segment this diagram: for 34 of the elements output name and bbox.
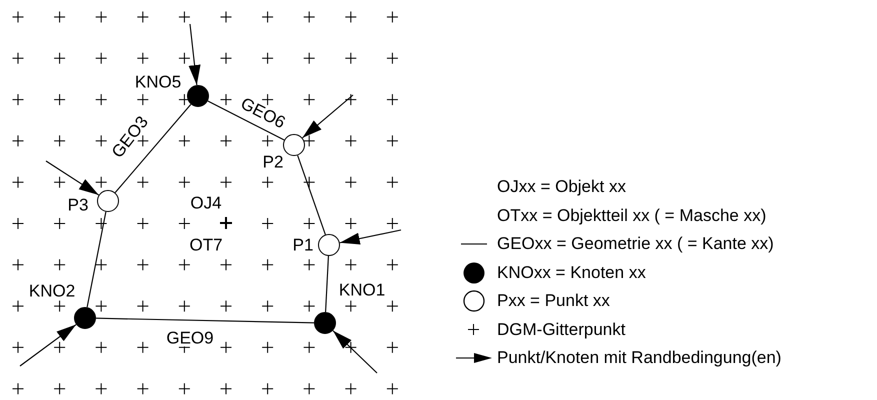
- arrow: [20, 324, 76, 366]
- edge-line: [208, 100, 284, 140]
- arrow: [302, 94, 354, 138]
- node-label: P3: [66, 196, 90, 214]
- node-label: KNO2: [28, 282, 76, 300]
- legend-text: Punkt/Knoten mit Randbedingung(en): [497, 348, 782, 368]
- open-point-circle: [97, 190, 119, 212]
- edge-line: [297, 155, 326, 235]
- arrow: [188, 24, 201, 86]
- legend-text: OJxx = Objekt xx: [497, 177, 626, 198]
- legend-text: DGM-Gitterpunkt: [497, 320, 626, 340]
- edge-line: [325, 256, 329, 312]
- node-label: P2: [262, 154, 284, 170]
- legend-text: GEOxx = Geometrie xx ( = Kante xx): [497, 234, 774, 254]
- open-point-circle: [318, 234, 340, 256]
- object-label: OJ4: [189, 194, 223, 212]
- edge-line: [114, 104, 192, 193]
- open-point-circle: [283, 134, 305, 156]
- filled-node-dot: [314, 312, 336, 334]
- object-label: OT7: [188, 236, 224, 254]
- arrow: [332, 330, 378, 374]
- arrow: [46, 160, 100, 196]
- edge-label: GEO9: [165, 330, 215, 346]
- node-label: KNO1: [338, 282, 386, 298]
- filled-node-dot: [74, 307, 96, 329]
- legend-text: KNOxx = Knoten xx: [497, 262, 646, 283]
- edge-line: [86, 212, 106, 308]
- arrow: [340, 229, 402, 245]
- legend-text: OTxx = Objektteil xx ( = Masche xx): [497, 206, 766, 226]
- edge-line: [96, 318, 314, 324]
- filled-node-dot: [187, 85, 209, 107]
- node-label: P1: [292, 236, 314, 254]
- node-label: KNO5: [134, 74, 182, 90]
- legend-text: Pxx = Punkt xx: [497, 291, 610, 312]
